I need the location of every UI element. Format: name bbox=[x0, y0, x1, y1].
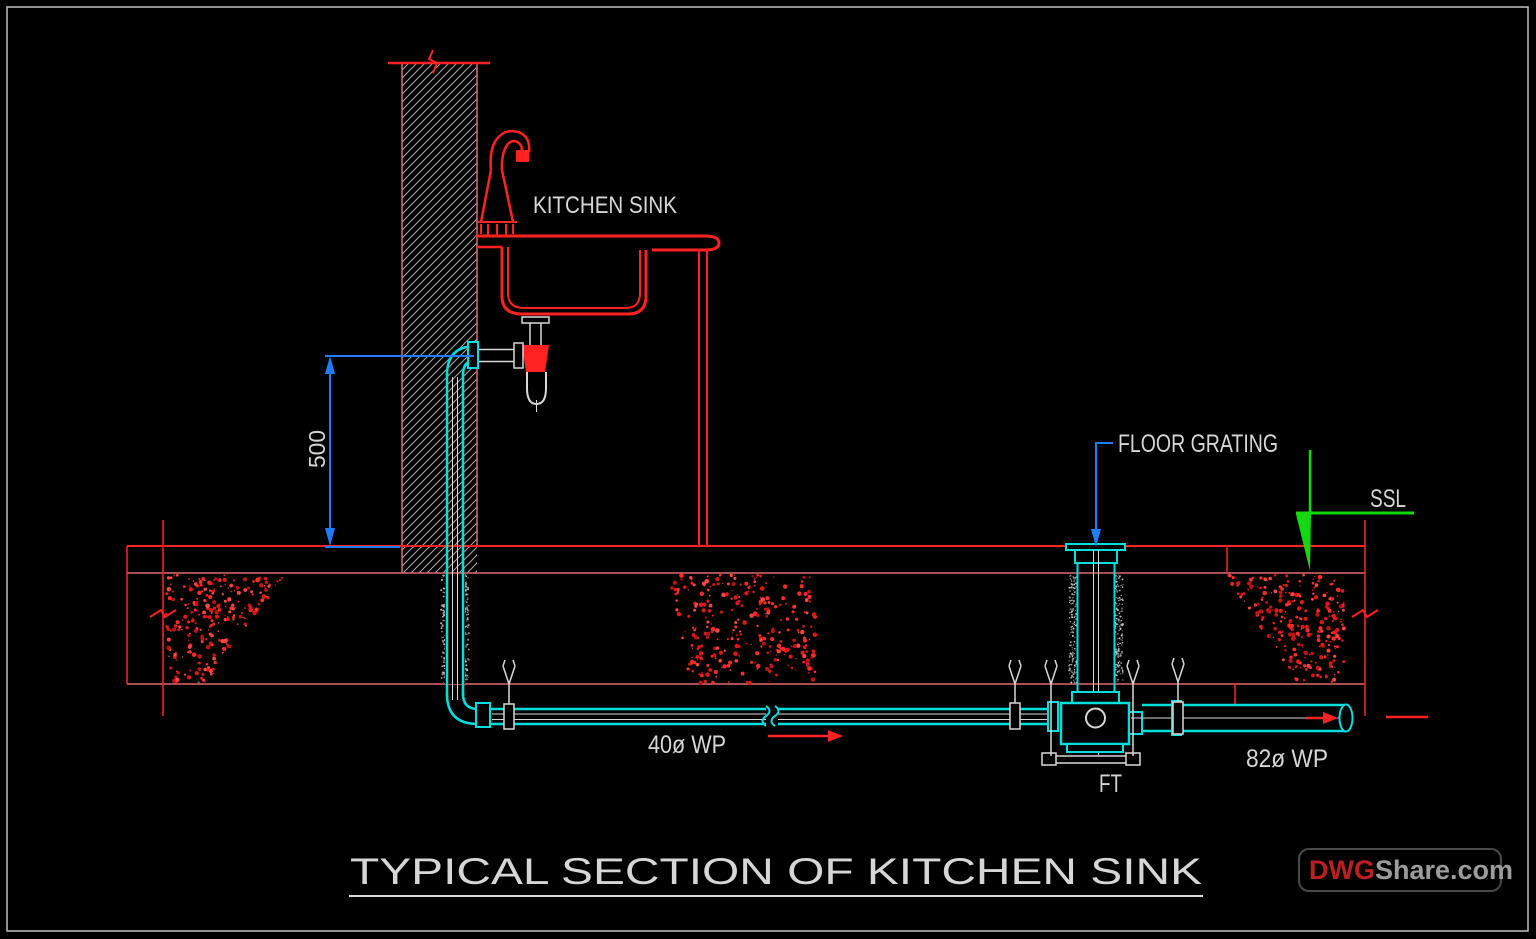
pipe-82-label: 82ø WP bbox=[1246, 745, 1328, 773]
trap-arm-nut bbox=[513, 342, 524, 369]
ssl-marker: SSL bbox=[1296, 450, 1414, 571]
break-symbol-right bbox=[1351, 608, 1379, 619]
kitchen-sink-fixture bbox=[477, 234, 721, 546]
ssl-arrow bbox=[1296, 514, 1311, 571]
pipe-40-label: 40ø WP bbox=[648, 731, 726, 759]
faucet-handle bbox=[475, 221, 521, 237]
floor-trap bbox=[1041, 691, 1141, 766]
bottle-trap bbox=[478, 316, 550, 412]
floor-slab bbox=[126, 520, 1428, 719]
faucet-body bbox=[479, 169, 515, 223]
pipe-end-cap bbox=[1338, 703, 1354, 733]
drain-pipe bbox=[445, 341, 1059, 732]
trap-nut bbox=[522, 345, 549, 372]
floor-trap-outlet bbox=[1085, 707, 1106, 729]
watermark-badge: DWGShare.com bbox=[1298, 848, 1513, 892]
sink-bowl-inner bbox=[507, 247, 641, 309]
drawing-title: TYPICAL SECTION OF KITCHEN SINK bbox=[350, 851, 1202, 892]
watermark-text: DWGShare.com bbox=[1309, 855, 1513, 885]
dimension-500: 500 bbox=[304, 355, 474, 548]
elbow-fitting bbox=[475, 702, 491, 728]
break-symbol-left bbox=[149, 608, 177, 619]
drawing-title-block: TYPICAL SECTION OF KITCHEN SINK bbox=[349, 851, 1203, 897]
floor-grating-label: FLOOR GRATING bbox=[1118, 430, 1278, 458]
floor-grating-leader: FLOOR GRATING bbox=[1091, 430, 1278, 547]
trap-inlet-flange bbox=[1047, 701, 1059, 732]
sink-bowl-outer bbox=[500, 247, 648, 316]
concrete-speckle bbox=[164, 573, 1346, 686]
wall-section bbox=[388, 49, 490, 573]
flow-arrow-82 bbox=[1306, 712, 1338, 724]
trap-bottle bbox=[526, 372, 547, 406]
ssl-label: SSL bbox=[1370, 485, 1406, 513]
faucet bbox=[475, 129, 531, 237]
wall-break-tick bbox=[427, 49, 439, 74]
kitchen-sink-label: KITCHEN SINK bbox=[533, 192, 677, 219]
ft-label: FT bbox=[1099, 770, 1122, 798]
pipe-hangers bbox=[502, 657, 1185, 756]
drawing-border bbox=[6, 6, 1529, 932]
flow-arrow-40 bbox=[768, 730, 843, 742]
faucet-spout-tip bbox=[516, 150, 529, 162]
dim-500-label: 500 bbox=[304, 430, 330, 468]
